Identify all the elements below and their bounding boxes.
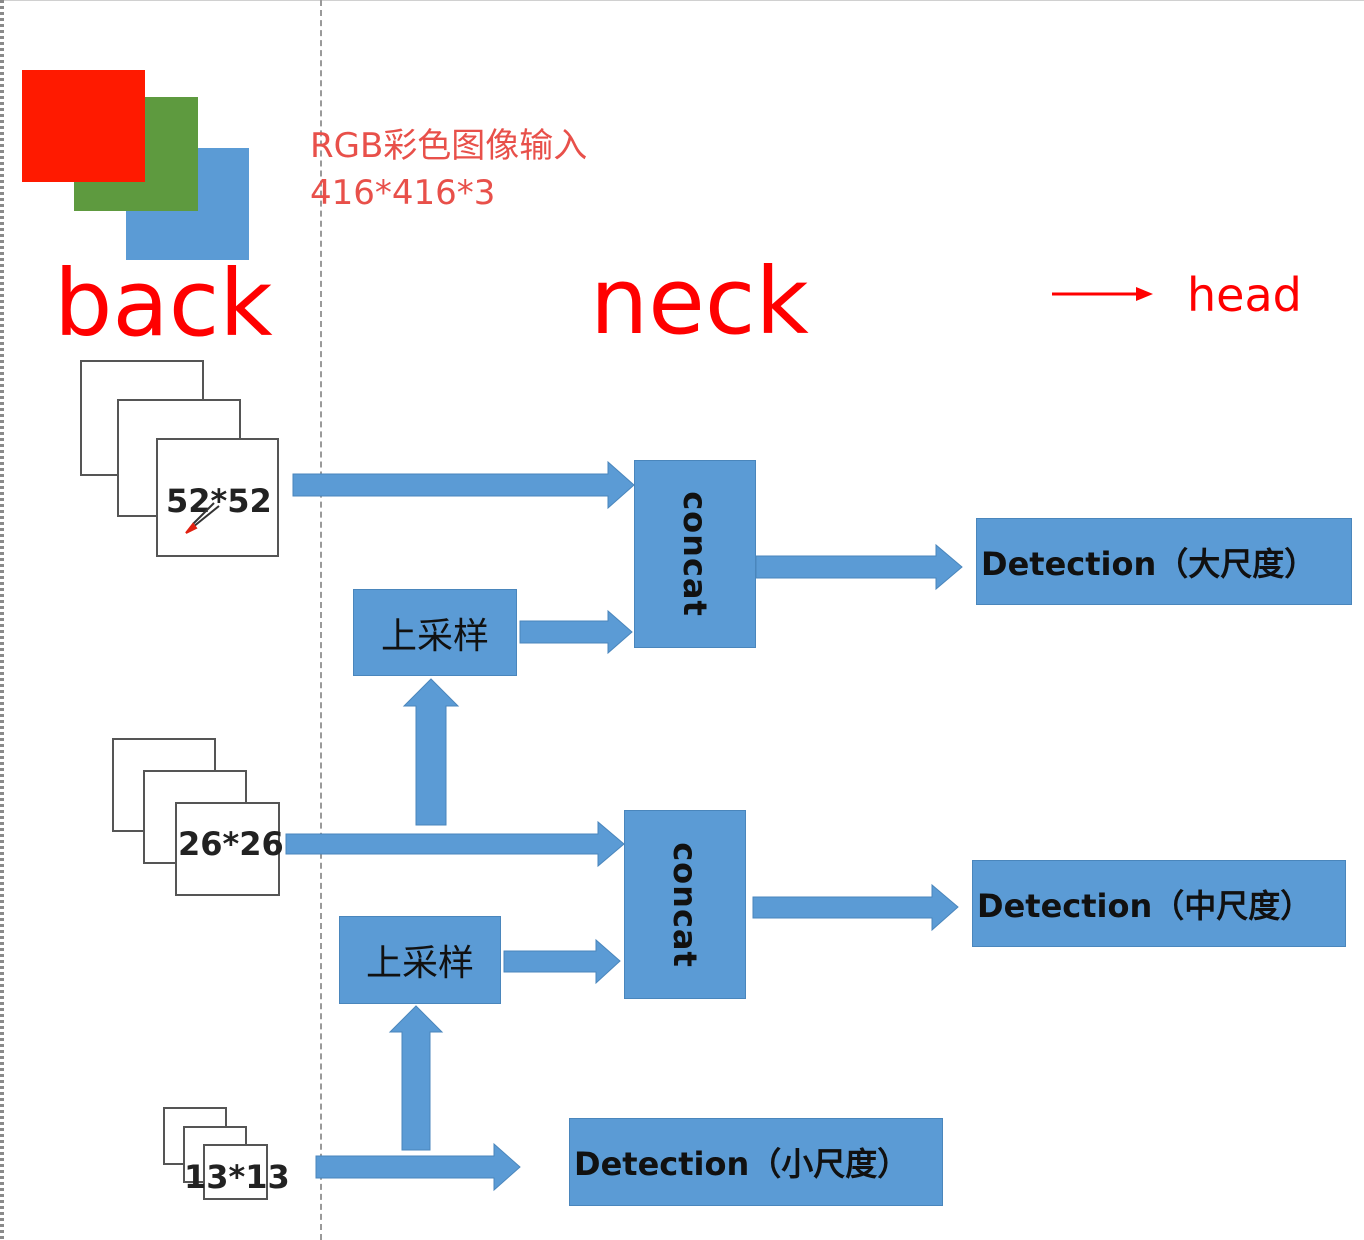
detection-large-box: Detection（大尺度）: [976, 518, 1352, 605]
concat-box-1: concat: [634, 460, 756, 648]
backbone-label: back: [54, 250, 273, 357]
concat-label-1: concat: [676, 491, 714, 617]
head-arrow: [1052, 287, 1153, 301]
upsample-label-2: 上采样: [365, 943, 474, 984]
detection-small-label: Detection（小尺度）: [574, 1145, 910, 1183]
detection-mid-box: Detection（中尺度）: [972, 860, 1346, 947]
arrow-concat1-to-detection-large: [755, 543, 963, 591]
arrow-52-to-concat1: [292, 460, 635, 510]
detection-large-label: Detection（大尺度）: [981, 544, 1317, 583]
arrow-13-up-to-upsample2: [388, 1005, 444, 1151]
feature-map-13-label: 13*13: [184, 1158, 290, 1196]
arrow-upsample2-to-concat2: [503, 938, 621, 985]
feature-map-layer: [175, 802, 280, 896]
concat-box-2: concat: [624, 810, 746, 999]
left-border: [0, 0, 4, 1240]
arrow-upsample1-to-concat1: [519, 609, 633, 655]
arrow-26-up-to-upsample1: [402, 678, 460, 826]
upsample-box-1: 上采样: [353, 589, 517, 676]
arrow-13-to-detection-small: [315, 1142, 521, 1192]
concat-label-2: concat: [666, 841, 704, 968]
feature-map-layer: [203, 1144, 268, 1200]
backbone-neck-divider: [320, 0, 322, 1240]
upsample-label-1: 上采样: [380, 615, 489, 657]
top-border: [0, 0, 1364, 1]
arrow-concat2-to-detection-mid: [752, 883, 959, 932]
input-label-line1: RGB彩色图像输入: [310, 126, 588, 166]
detection-mid-label: Detection（中尺度）: [977, 886, 1313, 925]
input-label-line2: 416*416*3: [310, 173, 496, 213]
upsample-box-2: 上采样: [339, 916, 501, 1004]
neck-label: neck: [590, 248, 809, 355]
head-label: head: [1187, 268, 1302, 322]
pen-cursor-icon: [185, 502, 220, 534]
feature-map-26-label: 26*26: [178, 825, 284, 863]
arrow-26-to-concat2: [285, 820, 625, 868]
detection-small-box: Detection（小尺度）: [569, 1118, 943, 1206]
feature-map-52-label: 52*52: [166, 482, 272, 520]
feature-map-layer: [156, 438, 279, 557]
red-channel-square: [22, 70, 145, 182]
